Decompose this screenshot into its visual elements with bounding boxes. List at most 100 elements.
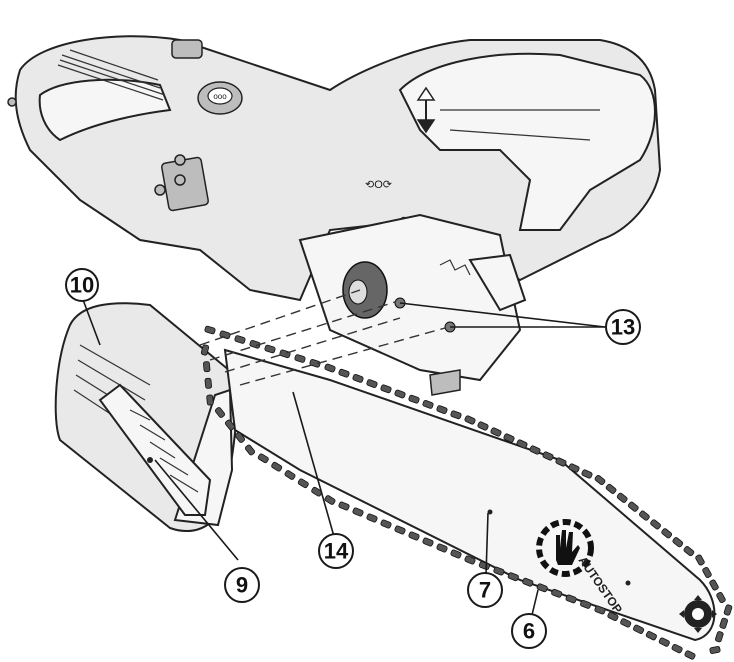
callout-6-label: 6 — [523, 619, 535, 644]
chain-link — [380, 519, 392, 529]
chain-link — [493, 566, 505, 576]
sprocket-icon — [679, 595, 717, 633]
chain-link — [366, 513, 378, 523]
chain-link — [200, 344, 210, 356]
chain-link — [352, 507, 364, 517]
chain-link — [568, 463, 580, 473]
autostop-hand-icon — [536, 519, 594, 577]
chain-link — [257, 453, 269, 464]
callout-14-label: 14 — [324, 539, 349, 564]
chain-link — [522, 577, 534, 587]
chainsaw-body: ooo ⟲O⟳ ⟲O⟳ — [7, 35, 662, 396]
chain-link — [309, 359, 321, 368]
chain-link — [683, 546, 695, 557]
chain-link — [234, 335, 246, 344]
chain-link — [422, 400, 434, 409]
chain-link — [542, 451, 554, 461]
front-hand-guard — [398, 52, 656, 231]
chain-link — [723, 604, 733, 616]
svg-text:⟲O⟳: ⟲O⟳ — [365, 179, 392, 191]
chain-link — [204, 325, 216, 335]
chain-link — [516, 439, 528, 449]
chain-link — [671, 643, 683, 654]
chain-link — [645, 631, 657, 641]
chain-link — [324, 495, 336, 505]
chain-link — [594, 474, 606, 486]
chain-link — [204, 377, 212, 389]
callout-9-label: 9 — [236, 573, 248, 598]
chain-link — [338, 368, 350, 378]
chain-link — [658, 637, 670, 647]
chain-link — [214, 407, 226, 418]
chain-link — [616, 492, 628, 503]
chain-link — [422, 537, 434, 547]
chain-link — [565, 594, 577, 604]
chain-link — [394, 525, 406, 535]
chain-link — [464, 555, 476, 565]
chain-link — [206, 394, 214, 406]
chain-link — [580, 599, 592, 609]
chain-link — [464, 415, 476, 425]
chain-link — [503, 433, 515, 443]
alignment-lines — [199, 289, 446, 386]
chain-link — [709, 579, 719, 591]
guide-bar: AUTOSTOP — [223, 348, 717, 642]
chain-link — [279, 349, 291, 359]
svg-text:ooo: ooo — [213, 92, 227, 101]
chain-link — [324, 363, 336, 373]
chain-link — [311, 486, 323, 497]
chain-link — [529, 445, 541, 455]
chain-link — [264, 344, 276, 354]
callout-10-label: 10 — [70, 273, 94, 298]
chain-link — [436, 405, 448, 414]
lever-hatching — [129, 409, 199, 493]
chain-link — [490, 427, 502, 437]
chain-link — [249, 340, 261, 349]
chain-link — [594, 605, 606, 615]
chain-link — [639, 510, 650, 521]
chain-link — [695, 554, 705, 566]
chain-link — [366, 379, 378, 388]
chain-link — [620, 618, 632, 628]
chain-link — [555, 457, 567, 467]
chain-link — [203, 361, 211, 373]
chain-link — [234, 432, 246, 443]
chain-link — [244, 444, 256, 456]
chain-link — [607, 611, 619, 622]
saw-chain — [200, 325, 733, 660]
chain-link — [702, 566, 712, 579]
callout-13-label: 13 — [611, 315, 635, 340]
chain-link — [719, 617, 728, 629]
chain-link — [450, 549, 462, 559]
chain-link — [551, 588, 563, 598]
callout-14: 14 — [318, 533, 354, 569]
callout-6: 6 — [511, 613, 547, 649]
chain-link — [380, 384, 392, 394]
chain-link — [450, 410, 462, 420]
chain-link — [627, 501, 639, 512]
chain-link — [338, 501, 350, 511]
chain-link — [436, 543, 448, 553]
chain-link — [352, 374, 364, 383]
direction-arrow-icon — [416, 86, 436, 134]
chain-link — [284, 470, 296, 480]
tension-knob — [342, 261, 388, 319]
chain-link — [709, 646, 721, 654]
chain-link — [394, 389, 406, 399]
chain-link — [507, 572, 519, 582]
chain-link — [605, 483, 617, 494]
chain-link — [294, 354, 306, 363]
chain-link — [224, 419, 236, 431]
chain-link — [650, 519, 661, 530]
chain-link — [684, 650, 696, 660]
chain-link — [536, 583, 548, 593]
oil-cap: ooo — [197, 81, 243, 115]
chain-link — [477, 421, 489, 431]
callout-7: 7 — [467, 572, 503, 608]
chain-link — [581, 469, 593, 479]
chain-link — [408, 531, 420, 541]
callout-7-label: 7 — [479, 578, 491, 603]
chain-link — [715, 631, 724, 643]
chain-link — [297, 478, 309, 489]
